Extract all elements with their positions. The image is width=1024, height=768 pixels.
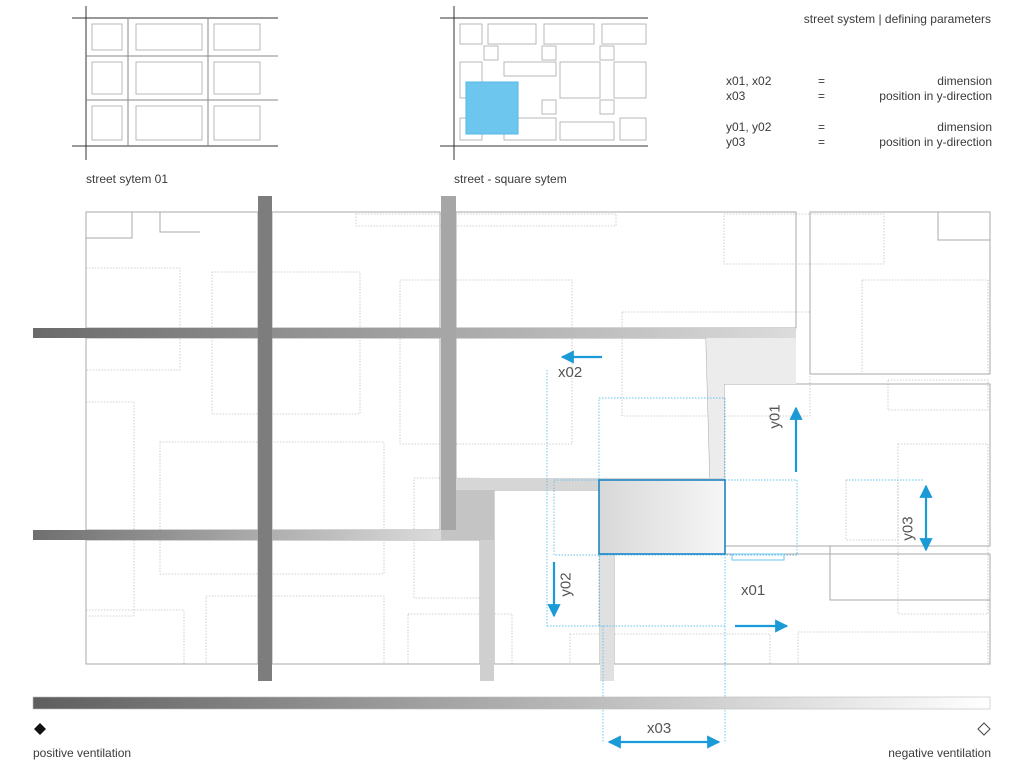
highlight-square [465, 81, 519, 135]
parameter-keys: y01, y02 [726, 120, 772, 134]
parameter-meaning: dimension [937, 120, 992, 134]
label-x02: x02 [558, 364, 583, 381]
thumbnail-street-square-system [440, 6, 648, 160]
label-y01: y01 [766, 404, 784, 429]
thumbnail-caption-2: street - square sytem [454, 172, 567, 186]
parameter-eq: = [818, 89, 826, 103]
street-horizontal-lower [33, 530, 480, 540]
positive-ventilation-diamond-icon [34, 723, 46, 735]
parameter-meaning: position in y-direction [879, 135, 992, 149]
ventilation-gradient-bar [32, 696, 991, 710]
street-square-fade [706, 338, 796, 478]
parameter-keys: x01, x02 [726, 74, 772, 88]
negative-ventilation-diamond-icon [977, 722, 991, 736]
square-highlight-box [598, 479, 726, 555]
parameter-meaning: dimension [937, 74, 992, 88]
thumbnail-caption-1: street sytem 01 [86, 172, 169, 186]
parameter-eq: = [818, 135, 826, 149]
legend-positive-ventilation: positive ventilation [33, 746, 132, 760]
street-vertical-2 [441, 196, 456, 531]
thumbnail-street-system-01 [72, 6, 278, 160]
page-title: street system | defining parameters [803, 12, 991, 26]
parameter-eq: = [818, 74, 826, 88]
dimension-arrows [547, 350, 933, 749]
street-vertical-1 [258, 196, 272, 681]
label-x03: x03 [647, 720, 672, 737]
street-connector [441, 490, 494, 540]
parameter-keys: y03 [726, 135, 746, 149]
square-notch [731, 553, 785, 561]
street-horizontal-upper [33, 328, 796, 338]
street-vertical-3 [480, 540, 494, 681]
legend-negative-ventilation: negative ventilation [888, 746, 991, 760]
street-network [33, 196, 796, 681]
parameter-eq: = [818, 120, 826, 134]
street-vertical-4 [600, 554, 614, 681]
label-y03: y03 [899, 516, 917, 541]
label-x01: x01 [741, 582, 766, 599]
label-y02: y02 [557, 572, 575, 597]
parameter-meaning: position in y-direction [879, 89, 992, 103]
plot-outlines [85, 213, 989, 665]
parameter-keys: x03 [726, 89, 746, 103]
